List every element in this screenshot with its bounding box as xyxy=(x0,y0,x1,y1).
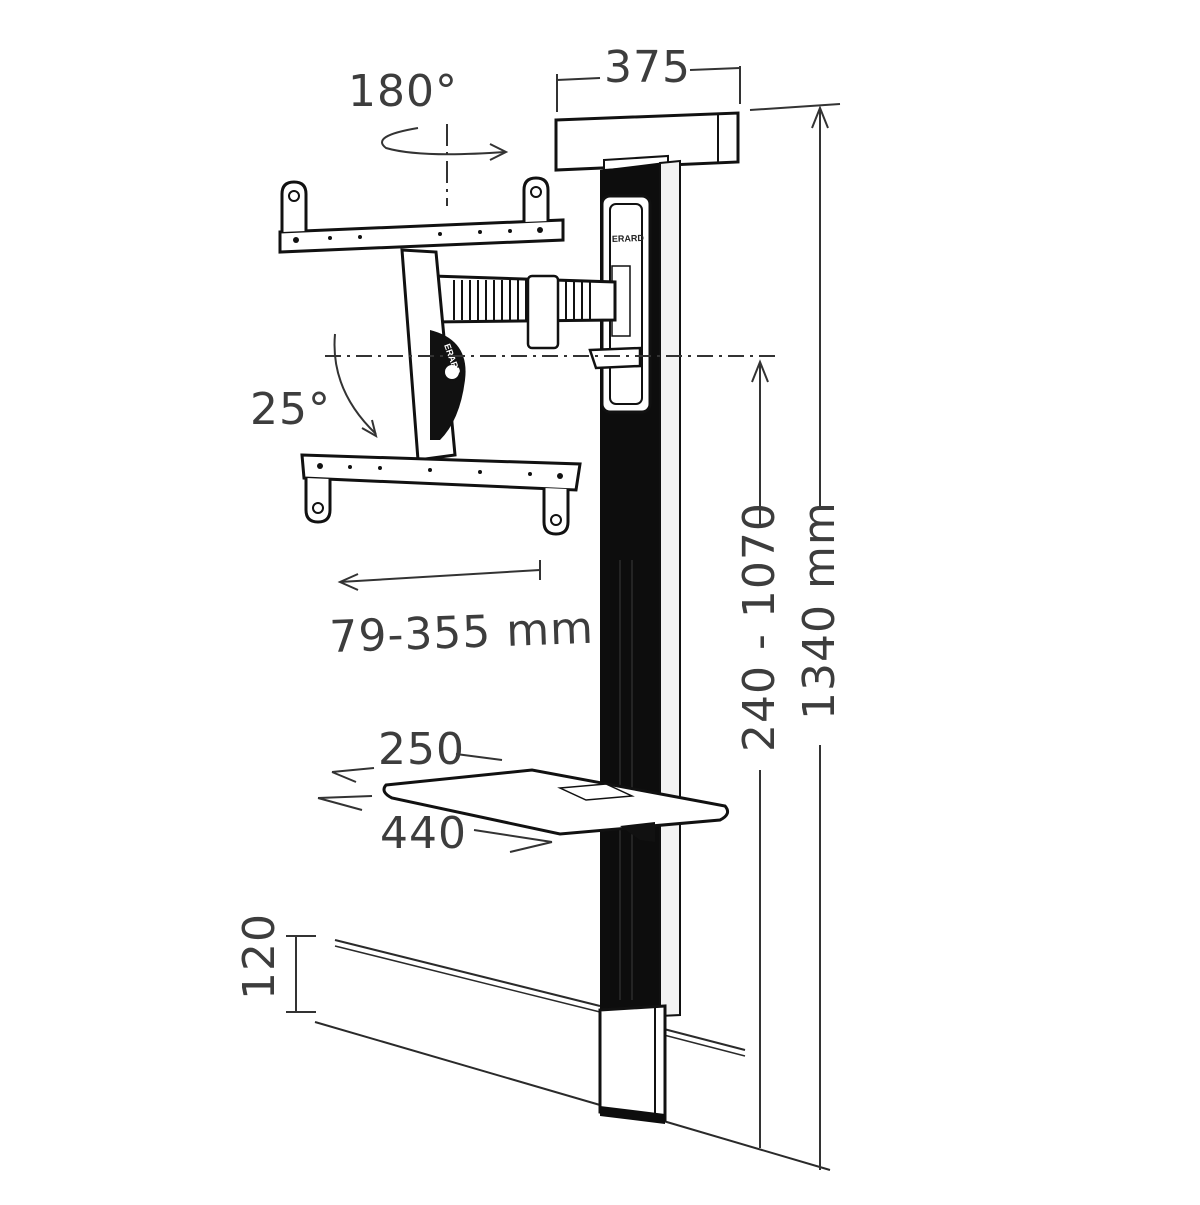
lower-vesa-bracket xyxy=(300,453,582,536)
tilt-angle-label: 25° xyxy=(250,384,331,435)
top-width-label: 375 xyxy=(604,42,691,93)
top-cap xyxy=(554,111,740,172)
extension-arm xyxy=(430,274,617,350)
shelf-width-label: 440 xyxy=(380,808,467,859)
column-logo: ERARD xyxy=(612,233,645,244)
base-height-label: 120 xyxy=(234,913,285,1000)
floor-lines xyxy=(314,939,831,1171)
shelf xyxy=(382,768,730,842)
total-height-label: 1340 mm xyxy=(794,501,845,720)
shelf-depth-label: 250 xyxy=(378,724,465,775)
height-adjust-label: 240 - 1070 xyxy=(734,502,785,752)
arm-extension-label: 79-355 mm xyxy=(329,603,595,663)
rotation-arrows xyxy=(333,127,509,439)
swivel-angle-label: 180° xyxy=(348,66,458,117)
upper-vesa-bracket xyxy=(278,176,565,254)
dimension-lines xyxy=(286,66,841,1170)
